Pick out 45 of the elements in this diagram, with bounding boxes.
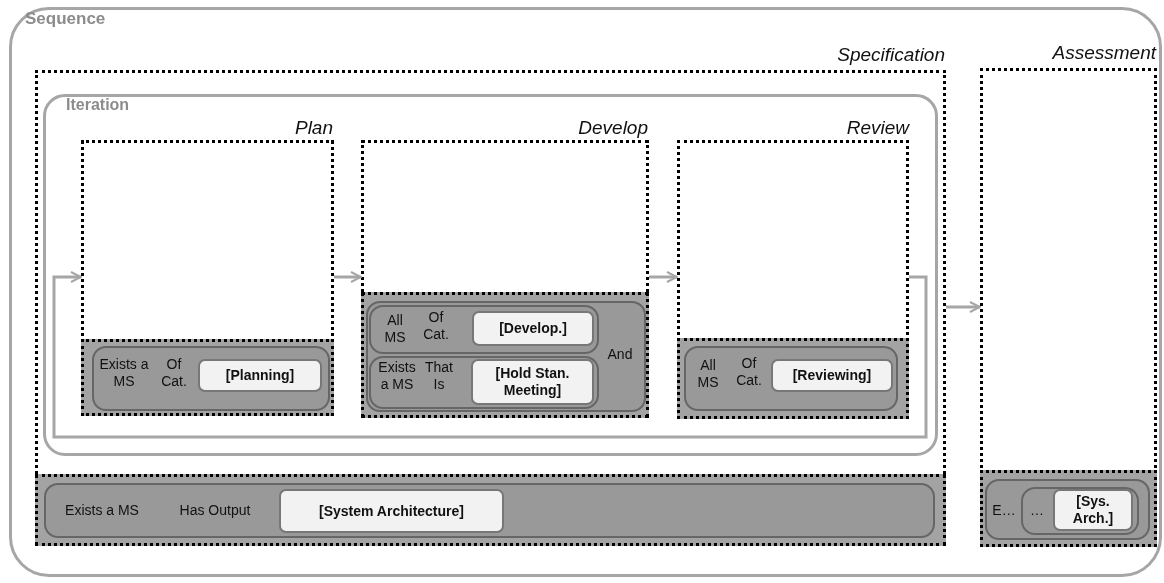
- condition-box: [369, 305, 599, 354]
- condition-text: Of Cat.: [422, 309, 450, 343]
- category-label: [Sys. Arch.]: [1071, 493, 1115, 527]
- iteration-container: [43, 94, 938, 456]
- condition-text: All MS: [383, 312, 407, 346]
- category-tag: [1053, 489, 1133, 531]
- condition-band: [35, 474, 946, 546]
- condition-text: Exists a MS: [98, 356, 150, 390]
- condition-band: [81, 339, 334, 416]
- category-label: [Reviewing]: [792, 367, 872, 384]
- condition-band: [980, 470, 1157, 547]
- category-label: [System Architecture]: [319, 502, 464, 520]
- condition-box: [985, 479, 1150, 540]
- condition-text: Exists a MS: [377, 359, 417, 393]
- frame-heading: Plan: [293, 117, 333, 139]
- container-heading: Sequence: [25, 9, 107, 29]
- condition-box: [684, 346, 898, 411]
- category-tag: [472, 311, 594, 346]
- category-tag: [279, 489, 504, 533]
- condition-text: …: [1029, 502, 1045, 519]
- category-label: [Planning]: [225, 367, 295, 384]
- condition-box: [1021, 487, 1139, 535]
- condition-text: Of Cat.: [735, 355, 763, 389]
- category-label: [Develop.]: [499, 320, 567, 337]
- condition-text: That Is: [424, 359, 454, 393]
- frame-heading: Assessment: [1051, 42, 1156, 64]
- condition-text: Has Output: [178, 502, 252, 519]
- condition-text: Of Cat.: [160, 356, 188, 390]
- frame-heading: Develop: [577, 117, 648, 139]
- category-tag: [771, 359, 893, 392]
- condition-box: [92, 346, 330, 411]
- frame-heading: Specification: [836, 44, 945, 66]
- condition-text: Exists a MS: [64, 502, 140, 519]
- frame-heading: Review: [845, 117, 909, 139]
- container-heading: Iteration: [66, 96, 131, 114]
- category-tag: [198, 359, 322, 392]
- condition-text: All MS: [696, 357, 720, 391]
- condition-band: [677, 338, 909, 419]
- category-label: [Hold Stan. Meeting]: [494, 365, 571, 399]
- condition-text: And: [606, 346, 634, 363]
- condition-box: [44, 483, 935, 538]
- sequence-container: [9, 7, 1162, 577]
- condition-text: E…: [991, 502, 1017, 519]
- category-tag: [471, 359, 594, 405]
- condition-box: [369, 356, 599, 409]
